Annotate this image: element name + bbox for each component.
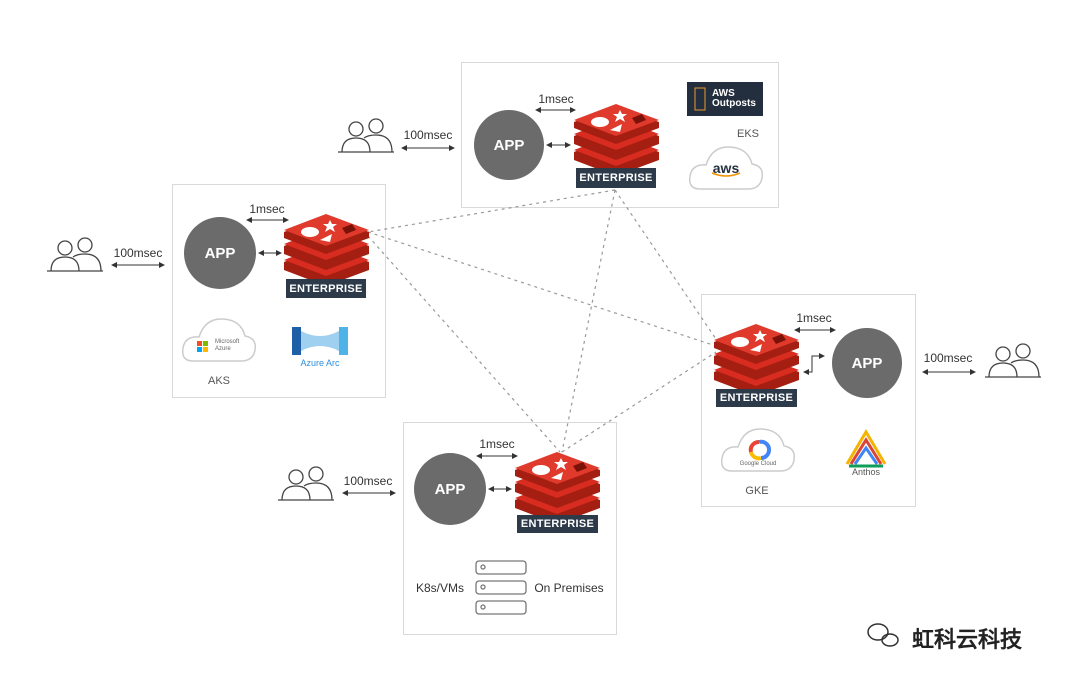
redis-icon-bottom xyxy=(515,452,600,524)
replication-links xyxy=(367,189,719,453)
aws-outposts-text: AWS Outposts xyxy=(712,88,756,109)
aks-label: AKS xyxy=(207,375,231,387)
redis-icon-top xyxy=(574,104,659,176)
google-cloud-text: Google Cloud xyxy=(739,461,777,467)
latency-users-right: 100msec xyxy=(923,351,973,365)
k8s-vms-label: K8s/VMs xyxy=(415,581,465,595)
google-cloud-icon xyxy=(720,428,796,472)
enterprise-badge-bottom: ENTERPRISE xyxy=(517,515,598,533)
users-icon-top xyxy=(337,118,395,153)
app-node-right: APP xyxy=(832,328,902,398)
cloud-logos xyxy=(181,146,796,472)
enterprise-badge-top: ENTERPRISE xyxy=(576,168,656,188)
microsoft-logo xyxy=(197,341,208,352)
latency-local-right: 1msec xyxy=(796,311,832,325)
aws-text: aws xyxy=(712,160,740,176)
aws-cloud-icon xyxy=(688,146,764,190)
latency-local-bottom: 1msec xyxy=(479,437,515,451)
eks-label: EKS xyxy=(736,128,760,140)
anthos-text: Anthos xyxy=(851,467,881,477)
latency-local-left: 1msec xyxy=(249,202,285,216)
redis-icon-right xyxy=(714,324,799,396)
enterprise-badge-right: ENTERPRISE xyxy=(716,389,797,407)
google-cloud-mark xyxy=(748,439,771,461)
azure-text: Microsoft Azure xyxy=(215,339,240,352)
azure-arc-text: Azure Arc xyxy=(300,358,340,368)
latency-arrows xyxy=(111,107,976,496)
latency-users-bottom: 100msec xyxy=(343,474,393,488)
on-premises-label: On Premises xyxy=(534,581,604,595)
azure-arc-icon xyxy=(292,327,348,355)
latency-users-left: 100msec xyxy=(113,246,163,260)
watermark: 虹科云科技 xyxy=(912,627,1023,652)
anthos-icon xyxy=(845,429,887,468)
redis-icon-left xyxy=(284,214,369,286)
app-node-top: APP xyxy=(474,110,544,180)
users-icon-right xyxy=(984,343,1042,378)
wechat-icon xyxy=(867,623,899,647)
enterprise-badge-left: ENTERPRISE xyxy=(286,279,366,298)
users-icon-bottom xyxy=(277,466,335,501)
users-icon-left xyxy=(46,237,104,272)
latency-local-top: 1msec xyxy=(538,92,574,106)
server-icon xyxy=(475,560,527,615)
app-node-left: APP xyxy=(184,217,256,289)
app-node-bottom: APP xyxy=(414,453,486,525)
gke-label: GKE xyxy=(745,485,769,497)
latency-users-top: 100msec xyxy=(403,128,453,142)
